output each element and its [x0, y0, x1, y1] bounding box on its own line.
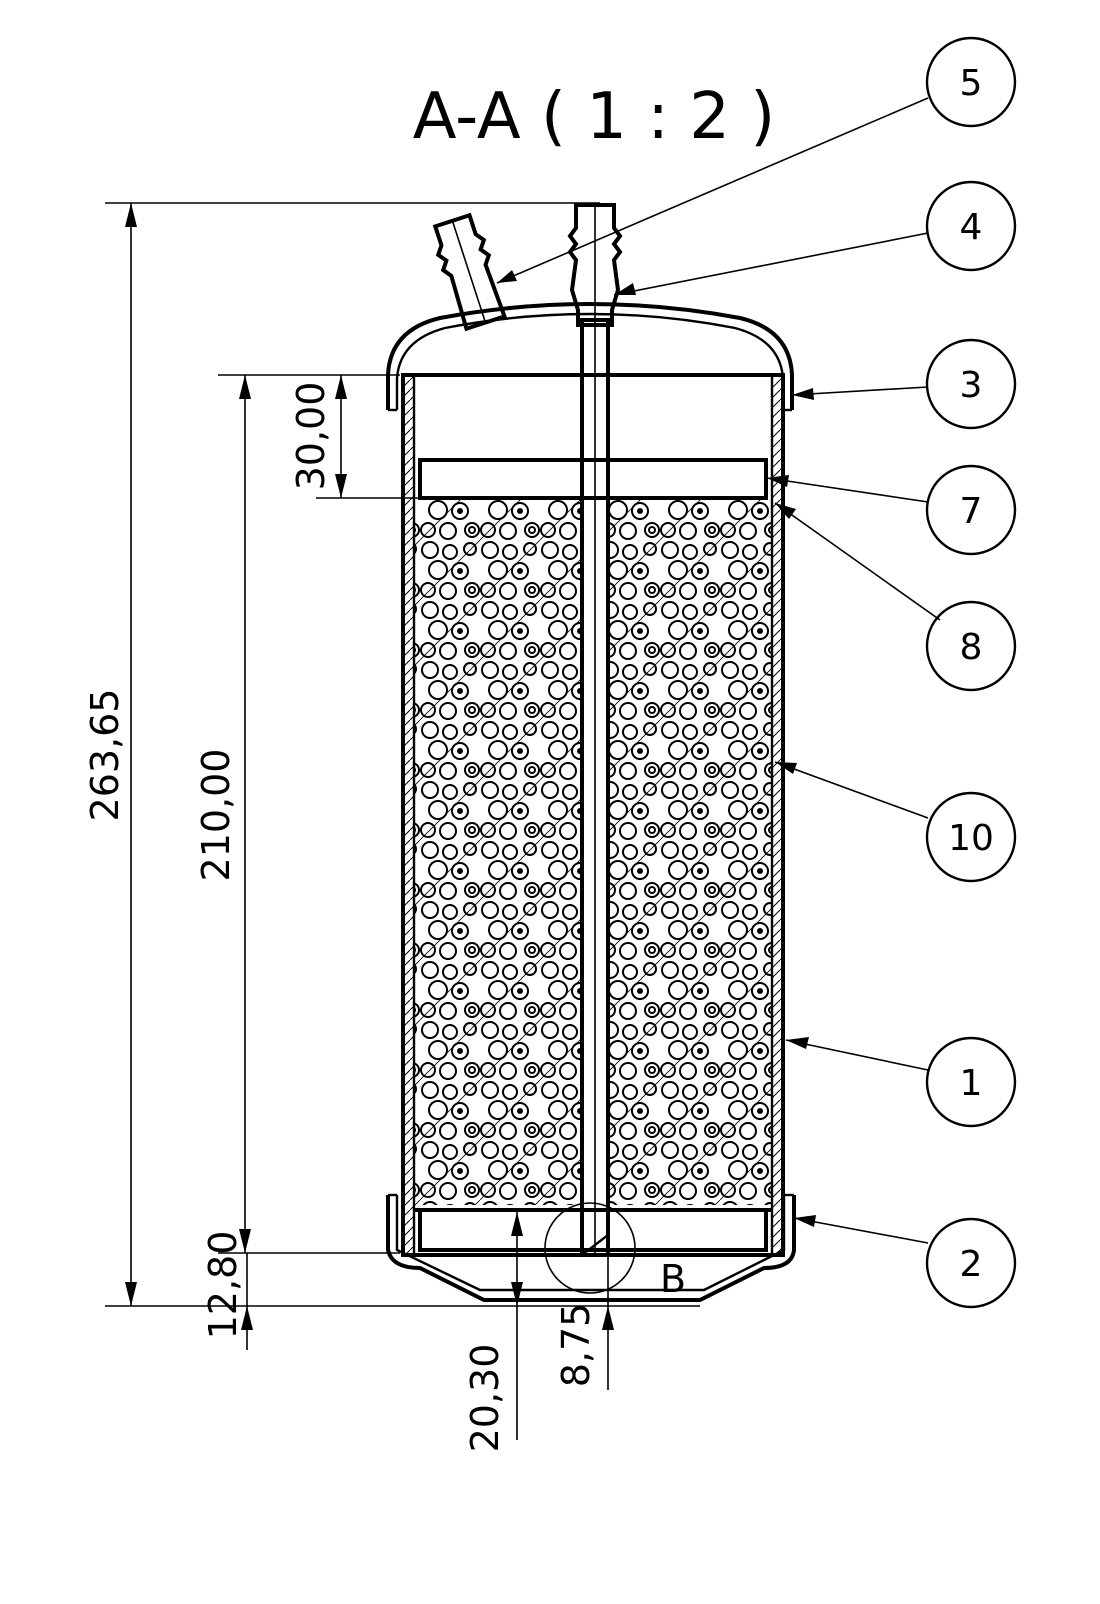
dimension-texts: 263,65 210,00 30,00 12,80 20,30 8,75 — [83, 382, 598, 1453]
balloon-1-label: 1 — [960, 1063, 983, 1104]
balloon-10-label: 10 — [948, 818, 994, 859]
view-title: A-A ( 1 : 2 ) — [413, 80, 776, 154]
dim-overall-height: 263,65 — [83, 689, 127, 822]
dim-bottom-offset: 12,80 — [201, 1231, 245, 1340]
leaders — [496, 97, 941, 1244]
detail-circle-b — [544, 1202, 636, 1294]
balloon-7: 7 — [925, 464, 1017, 556]
filter-housing — [386, 203, 796, 1302]
center-nozzle — [567, 203, 623, 327]
dim-bottom-depth: 20,30 — [463, 1344, 507, 1453]
side-nozzle — [432, 212, 508, 332]
balloon-10: 10 — [925, 791, 1017, 883]
dimension-lines — [105, 202, 700, 1440]
dim-body-height: 210,00 — [194, 749, 238, 882]
balloon-2: 2 — [925, 1217, 1017, 1309]
upper-plate — [418, 458, 768, 500]
balloon-5-label: 5 — [960, 63, 983, 104]
filling-right — [608, 500, 772, 1205]
bottom-cap — [386, 1195, 796, 1302]
balloon-8: 8 — [925, 600, 1017, 692]
balloon-7-label: 7 — [960, 491, 983, 532]
balloon-8-label: 8 — [960, 627, 983, 668]
balloon-3: 3 — [925, 338, 1017, 430]
balloon-3-label: 3 — [960, 365, 983, 406]
filling-left — [414, 500, 582, 1205]
balloon-4-label: 4 — [960, 207, 983, 248]
balloon-1: 1 — [925, 1036, 1017, 1128]
balloon-2-label: 2 — [960, 1244, 983, 1285]
dim-tube-gap: 8,75 — [554, 1303, 598, 1388]
top-cap — [386, 302, 794, 410]
balloon-5: 5 — [925, 36, 1017, 128]
detail-label: B — [660, 1257, 686, 1301]
lower-plate — [418, 1208, 768, 1252]
balloon-4: 4 — [925, 180, 1017, 272]
dim-top-space: 30,00 — [289, 382, 333, 491]
